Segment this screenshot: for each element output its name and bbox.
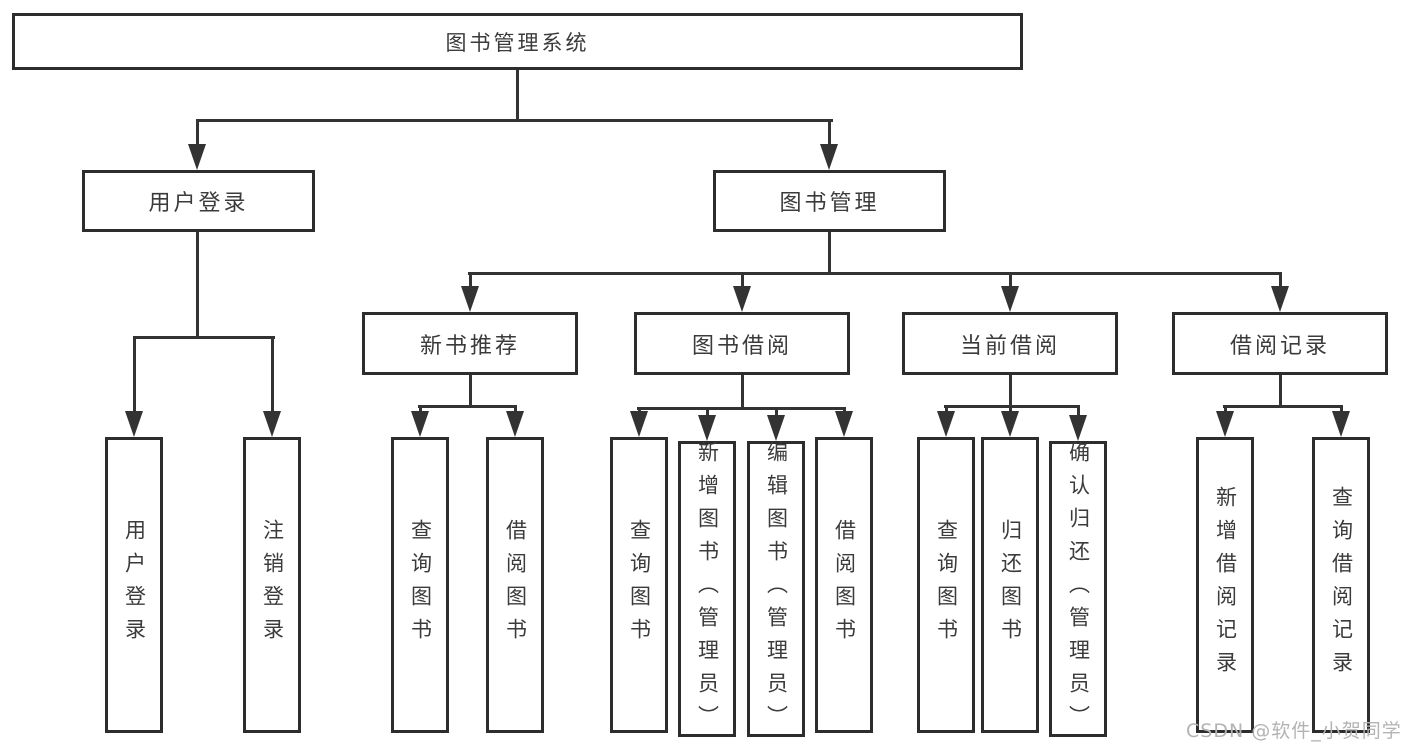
node-book-borrowing: 图书借阅 (634, 312, 850, 375)
leaf-nb-query-books: 查询图书 (391, 437, 449, 733)
connector-bb-stem (741, 375, 744, 410)
node-label: 借阅图书 (832, 519, 857, 651)
node-label: 新增借阅记录 (1213, 486, 1238, 684)
connector-nb-stem (469, 375, 472, 408)
connector-drop-borrowing-records (1279, 272, 1282, 290)
connector-drop-cb-query (945, 405, 948, 415)
arrow-to-bb-add (698, 415, 716, 441)
node-current-borrowing: 当前借阅 (902, 312, 1118, 375)
connector-drop-cb-confirm (1077, 405, 1080, 419)
node-label: 查询图书 (627, 519, 652, 651)
connector-bb-branch (637, 407, 846, 410)
arrow-to-new-book-recommend (461, 286, 479, 312)
node-label: 当前借阅 (959, 333, 1060, 359)
connector-user-login-stem (196, 232, 199, 339)
leaf-user-login: 用户登录 (105, 437, 163, 733)
node-label: 归还图书 (998, 519, 1023, 651)
arrow-to-borrowing-records (1271, 286, 1289, 312)
node-label: 编辑图书（管理员） (764, 440, 789, 738)
leaf-cb-query-books: 查询图书 (917, 437, 975, 733)
leaf-bb-edit-books: 编辑图书（管理员） (747, 440, 805, 738)
connector-br-stem (1279, 375, 1282, 408)
connector-drop-book-borrowing (741, 272, 744, 290)
arrow-to-current-borrowing (1001, 286, 1019, 312)
node-borrowing-records: 借阅记录 (1172, 312, 1388, 375)
connector-br-branch (1223, 405, 1343, 408)
node-label: 查询图书 (408, 519, 433, 651)
connector-drop-cb-return (1009, 405, 1012, 415)
connector-drop-user-login (196, 119, 199, 147)
arrow-to-bb-borrow (835, 411, 853, 437)
leaf-cb-return-books: 归还图书 (981, 437, 1039, 733)
node-label: 查询图书 (934, 519, 959, 651)
node-library-management-system: 图书管理系统 (12, 13, 1023, 70)
leaf-bb-query-books: 查询图书 (610, 437, 668, 733)
arrow-to-user-login-leaf (125, 411, 143, 437)
connector-book-management-stem (828, 232, 831, 275)
connector-drop-book-management (828, 119, 831, 147)
connector-drop-bb-edit (775, 407, 778, 419)
arrow-to-br-query (1332, 411, 1350, 437)
leaf-cb-confirm-return: 确认归还（管理员） (1049, 440, 1107, 738)
connector-drop-user-login-leaf (133, 336, 136, 415)
node-user-login: 用户登录 (82, 170, 315, 232)
node-label: 图书管理 (779, 191, 880, 216)
connector-nb-branch (418, 405, 517, 408)
arrow-to-cb-return (1001, 411, 1019, 437)
connector-drop-nb-query (419, 405, 422, 415)
connector-drop-new-book-recommend (469, 272, 472, 290)
node-label: 确认归还（管理员） (1066, 440, 1091, 738)
connector-cb-stem (1009, 375, 1012, 408)
arrow-to-book-borrowing (733, 286, 751, 312)
arrow-to-book-management (820, 144, 838, 170)
leaf-bb-add-books: 新增图书（管理员） (678, 440, 736, 738)
node-label: 用户登录 (122, 519, 147, 651)
arrow-to-bb-edit (767, 415, 785, 441)
arrow-to-nb-borrow (506, 411, 524, 437)
arrow-to-logout (263, 411, 281, 437)
node-label: 用户登录 (148, 191, 249, 216)
connector-root-stem (516, 70, 519, 122)
arrow-to-nb-query (411, 411, 429, 437)
leaf-nb-borrow-books: 借阅图书 (486, 437, 544, 733)
arrow-to-cb-query (937, 411, 955, 437)
connector-root-branch (196, 119, 833, 122)
connector-cb-branch (944, 405, 1080, 408)
node-label: 借阅图书 (503, 519, 528, 651)
arrow-to-cb-confirm (1069, 415, 1087, 441)
leaf-br-add-record: 新增借阅记录 (1196, 437, 1254, 733)
connector-drop-logout (271, 336, 274, 415)
connector-drop-nb-borrow (514, 405, 517, 415)
arrow-to-user-login (188, 144, 206, 170)
node-new-book-recommend: 新书推荐 (362, 312, 578, 375)
connector-drop-bb-add (706, 407, 709, 419)
node-label: 查询借阅记录 (1329, 486, 1354, 684)
connector-drop-current-borrowing (1009, 272, 1012, 290)
leaf-logout: 注销登录 (243, 437, 301, 733)
arrow-to-br-add (1216, 411, 1234, 437)
connector-drop-br-query (1340, 405, 1343, 415)
node-label: 注销登录 (260, 519, 285, 651)
node-label: 图书借阅 (691, 333, 792, 359)
connector-book-management-branch (468, 272, 1282, 275)
arrow-to-bb-query (630, 411, 648, 437)
watermark-text: CSDN @软件_小贺同学 (1186, 720, 1402, 742)
node-label: 图书管理系统 (445, 30, 590, 55)
node-book-management: 图书管理 (713, 170, 946, 232)
node-label: 新书推荐 (419, 333, 520, 359)
leaf-bb-borrow-books: 借阅图书 (815, 437, 873, 733)
node-label: 新增图书（管理员） (695, 440, 720, 738)
connector-user-login-branch (133, 336, 275, 339)
connector-drop-br-add (1224, 405, 1227, 415)
node-label: 借阅记录 (1229, 333, 1330, 359)
leaf-br-query-record: 查询借阅记录 (1312, 437, 1370, 733)
